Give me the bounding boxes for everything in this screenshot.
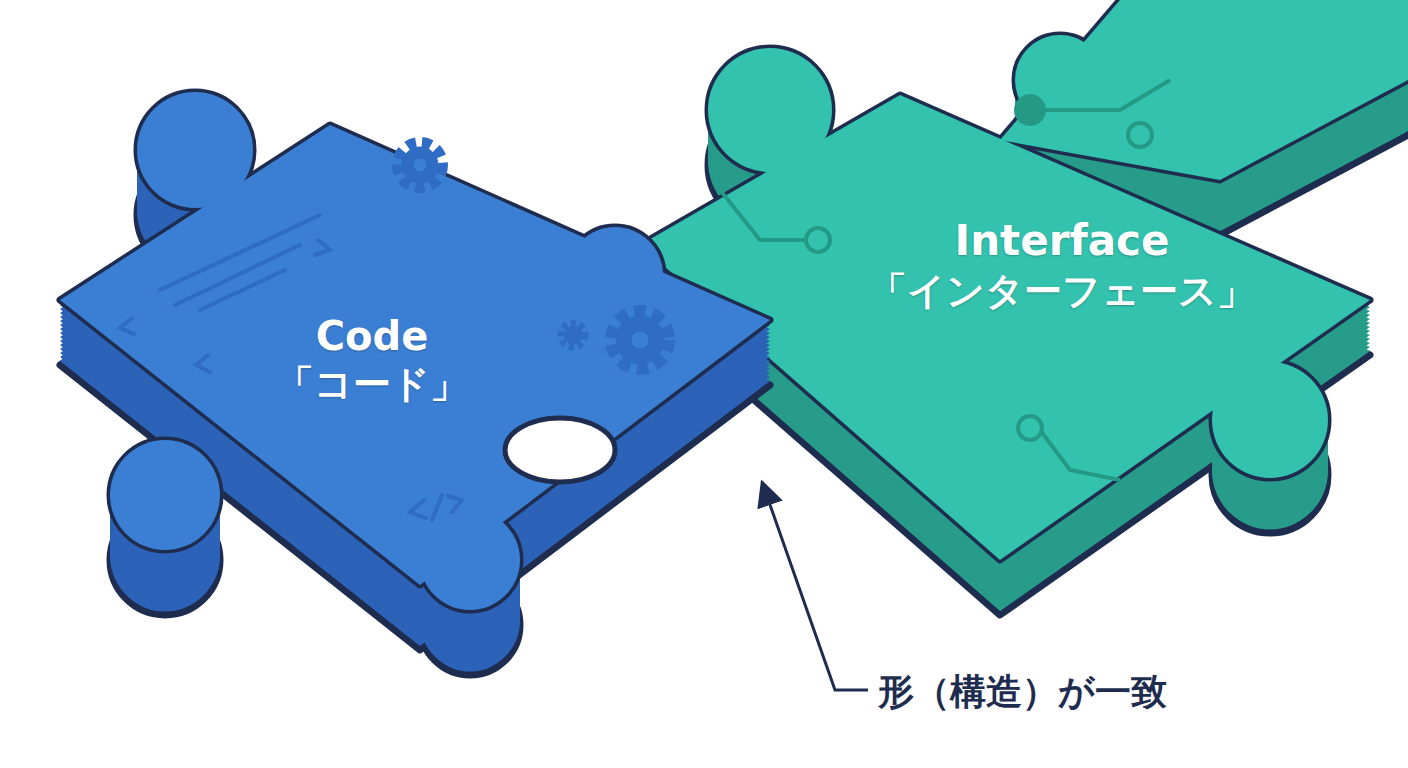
bracket-icon [196,355,210,372]
piece-top [640,0,1408,560]
piece-side [60,93,770,611]
gear-hole [631,331,649,349]
piece-subtitle: 「コード」 [276,361,468,409]
piece-top [60,92,770,610]
piece-title: Code [316,311,429,361]
gear-icon [398,143,442,187]
circuit-dot [1018,416,1042,440]
code-line [200,270,285,310]
piece-side [60,93,770,671]
annotation-label: 形（構造）が一致 [872,666,1173,719]
bracket-icon [432,495,442,520]
leader-line [762,482,868,690]
bracket-icon [315,240,330,255]
circuit-line [1040,430,1120,480]
circuit-dot [1016,96,1044,124]
circuit-line [1030,80,1170,110]
gear-icon [402,147,438,183]
piece-top-outline [640,0,1408,560]
gear-hole [413,158,427,172]
gear-icon [616,316,664,364]
bracket-icon [120,318,134,334]
gear-icon [612,312,668,368]
gear-icon [564,326,582,344]
bracket-icon [448,496,462,512]
interface-piece-label: Interface「インターフェース」 [861,209,1263,321]
code-line [160,215,320,290]
code-piece [60,92,770,675]
piece-title: Interface [955,215,1170,268]
piece-subtitle: 「インターフェース」 [869,268,1255,316]
piece-blank [505,418,615,482]
interface-piece [640,0,1408,615]
bracket-icon [410,500,426,518]
piece-top-outline [60,92,770,610]
code-line [175,245,300,305]
code-piece-label: Code「コード」 [268,305,476,415]
gear-icon [561,323,585,347]
gear-icons [398,143,668,368]
circuit-dot [806,228,830,252]
circuit-dot [1128,123,1152,147]
circuit-line [720,190,805,240]
